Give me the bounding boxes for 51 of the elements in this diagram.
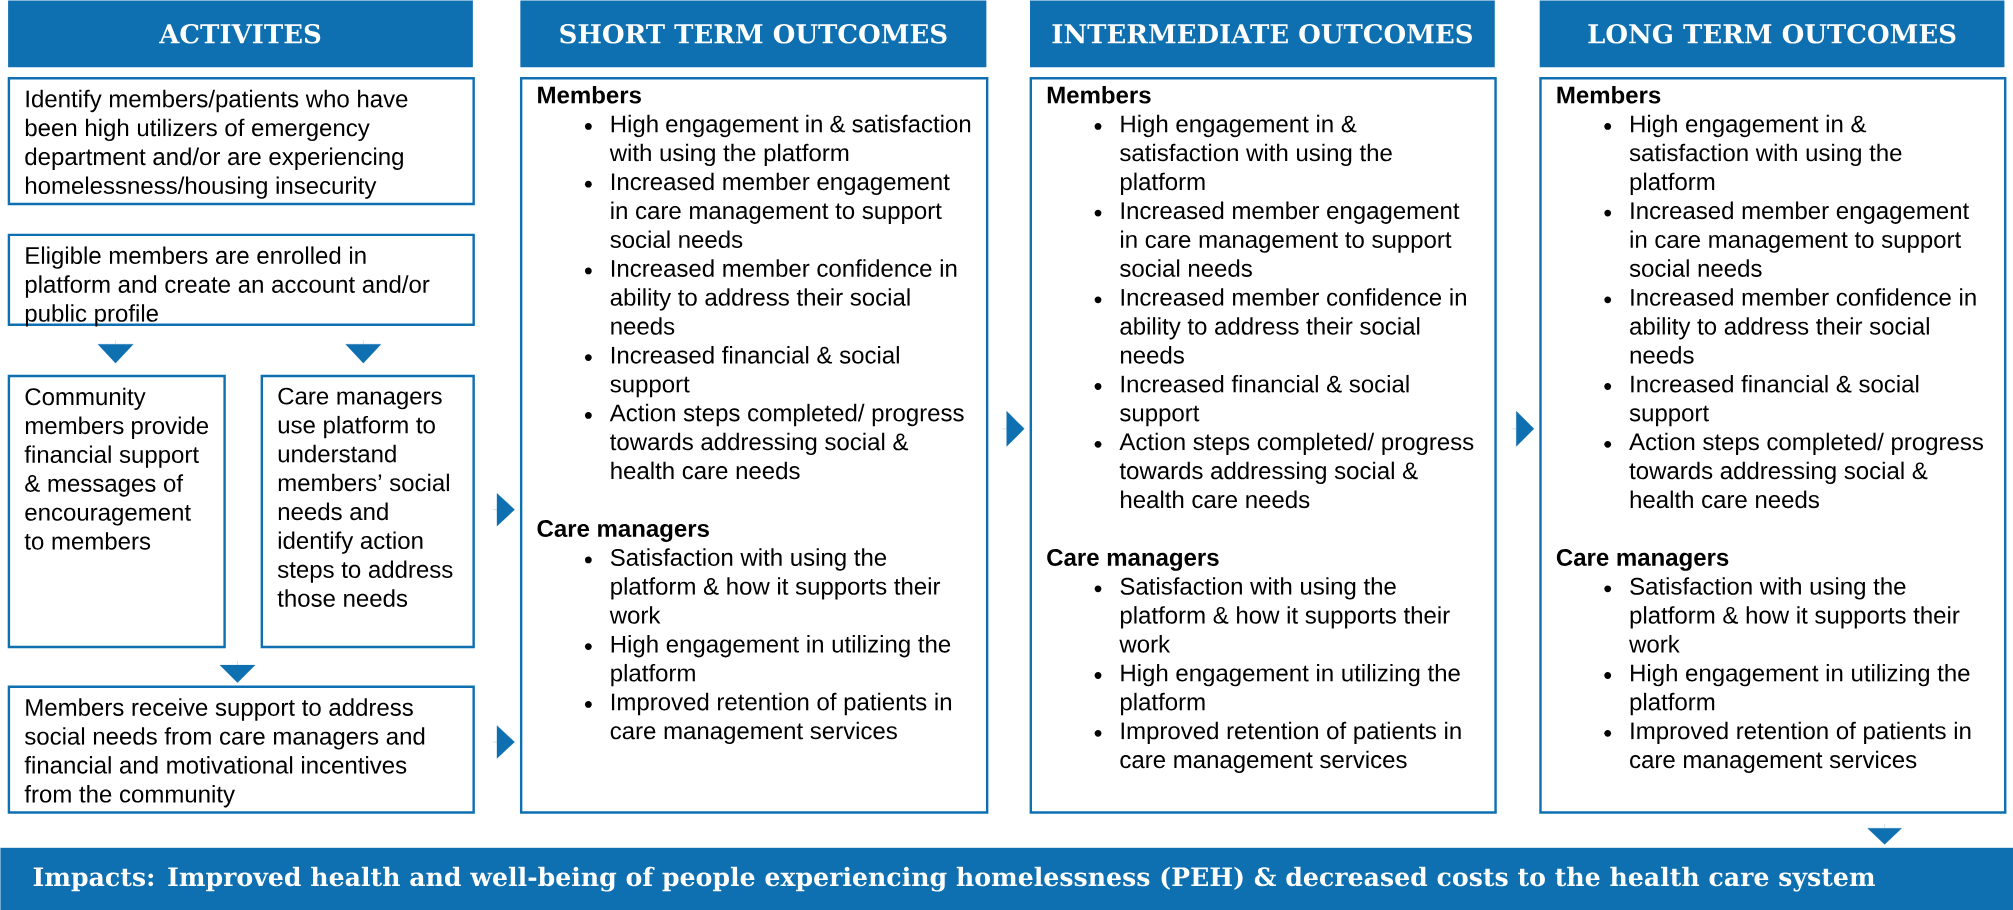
activity-box: Identify members/patients who have been high utilizers of emergency department and/or are experiencing homelessness/housing insecurity [7, 76, 475, 206]
bullet-item: High engagement in utilizing the platform [584, 634, 951, 687]
arrow [219, 660, 256, 683]
bullet-item: High engagement in utilizing the platform [1094, 663, 1460, 716]
group-heading: Members [1557, 85, 1661, 104]
bullet-item: Increased financial & social support [1604, 374, 1919, 427]
bullet-item: Increased member confidence in ability to address their social needs [1604, 288, 1976, 364]
bullet-item: Improved retention of patients in care management services [584, 692, 951, 744]
group-heading: Members [538, 85, 641, 104]
bullet-item: Action steps completed/ progress towards addressing social & health care needs [1604, 432, 1983, 509]
column-header: INTERMEDIATE OUTCOMES [1030, 0, 1495, 68]
activity-box: Care managers use platform to understand members’ social needs and identify action steps to address those needs [260, 374, 475, 649]
arrow [345, 339, 382, 364]
bullet-item: Improved retention of patients in care management services [1094, 721, 1461, 773]
group-heading: Care managers [1047, 548, 1219, 571]
column-header: LONG TERM OUTCOMES [1539, 0, 2005, 68]
activity-box: Eligible members are enrolled in platform and create an account and/or public profile [7, 233, 475, 327]
bullet-item: Increased financial & social support [1094, 374, 1409, 427]
bullet-item: Increased member engagement in care management to support social needs [584, 172, 950, 248]
column-header: SHORT TERM OUTCOMES [520, 0, 987, 68]
bullet-item: Increased member confidence in ability to address their social needs [584, 259, 957, 335]
bullet-item: High engagement in & satisfaction with using the platform [584, 114, 971, 166]
arrow [1512, 410, 1535, 447]
bullet-item: Improved retention of patients in care management services [1604, 721, 1971, 773]
arrow [492, 725, 515, 759]
bullet-item: High engagement in & satisfaction with using the platform [1604, 114, 1902, 195]
arrow [97, 339, 134, 364]
bullet-item: Increased member engagement in care management to support social needs [1604, 201, 1969, 277]
bullet-item: Increased financial & social support [584, 345, 899, 398]
impact-banner: Impacts: Improved health and well-being of people experiencing homelessness (PEH) & decreased costs to the health care system [0, 847, 2013, 910]
column-header: ACTIVITES [8, 0, 473, 68]
bullet-item: Increased member confidence in ability to address their social needs [1094, 288, 1466, 364]
bullet-item: Action steps completed/ progress towards addressing social & health care needs [1094, 432, 1474, 509]
arrow [1867, 823, 1902, 845]
outcome-box [519, 76, 989, 814]
bullet-item: High engagement in & satisfaction with using the platform [1094, 114, 1392, 195]
bullet-item: High engagement in utilizing the platform [1604, 663, 1970, 716]
bullet-item: Action steps completed/ progress towards addressing social & health care needs [584, 403, 964, 480]
arrow [1002, 410, 1025, 447]
arrow [492, 493, 515, 527]
activity-box: Members receive support to address social needs from care managers and financial and motivational incentives from the community [7, 685, 475, 814]
group-heading: Members [1047, 85, 1151, 104]
bullet-item: Satisfaction with using the platform & how it supports their work [584, 548, 941, 624]
outcome-box [1029, 76, 1497, 814]
group-heading: Care managers [537, 519, 709, 542]
bullet-item: Satisfaction with using the platform & how it supports their work [1604, 577, 1960, 653]
activity-box: Community members provide financial support & messages of encouragement to members [7, 374, 226, 649]
group-heading: Care managers [1556, 548, 1729, 571]
bullet-item: Increased member engagement in care management to support social needs [1094, 201, 1460, 277]
bullet-item: Satisfaction with using the platform & how it supports their work [1094, 577, 1450, 653]
outcome-box [1539, 76, 2007, 814]
